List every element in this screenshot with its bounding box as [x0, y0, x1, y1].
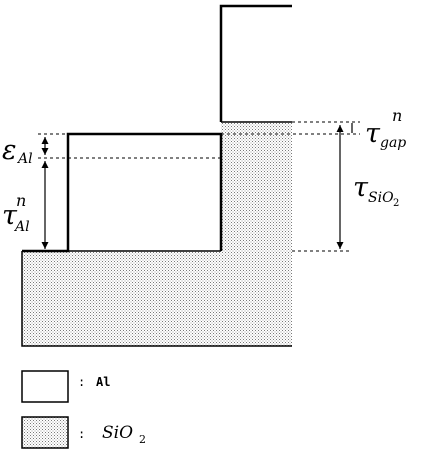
label-tau-al: τ n Al	[2, 191, 30, 235]
label-tau-sio2: τ SiO 2	[353, 172, 399, 209]
legend-label-al: Al	[96, 375, 110, 389]
legend-colon-al: :	[78, 375, 85, 389]
tau-gap-superscript: n	[392, 106, 402, 125]
legend-label-sio2-sub: 2	[139, 433, 146, 446]
legend: : Al : SiO 2	[21, 370, 146, 449]
legend-swatch-sio2	[21, 416, 69, 449]
tau-al-symbol: τ	[2, 200, 18, 231]
legend-colon-sio2: :	[78, 427, 85, 441]
al-line-left	[22, 132, 223, 253]
label-tau-gap: τ n gap	[365, 106, 406, 151]
tau-sio2-subscript-2: 2	[393, 198, 399, 209]
label-eps-al: ε Al	[2, 135, 33, 167]
legend-swatch-al	[21, 370, 69, 403]
sio2-outline	[21, 251, 292, 347]
eps-al-subscript: Al	[16, 151, 33, 167]
tau-al-superscript: n	[16, 191, 26, 210]
tau-gap-symbol: τ	[365, 118, 381, 149]
al-line-right	[219, 4, 292, 122]
tau-sio2-symbol: τ	[353, 172, 369, 203]
tau-gap-subscript: gap	[380, 135, 406, 151]
eps-al-symbol: ε	[2, 135, 17, 166]
legend-label-sio2: SiO	[102, 423, 133, 443]
tau-al-subscript: Al	[13, 219, 30, 235]
sio2-region	[22, 122, 292, 346]
tau-sio2-subscript: SiO	[368, 190, 394, 206]
